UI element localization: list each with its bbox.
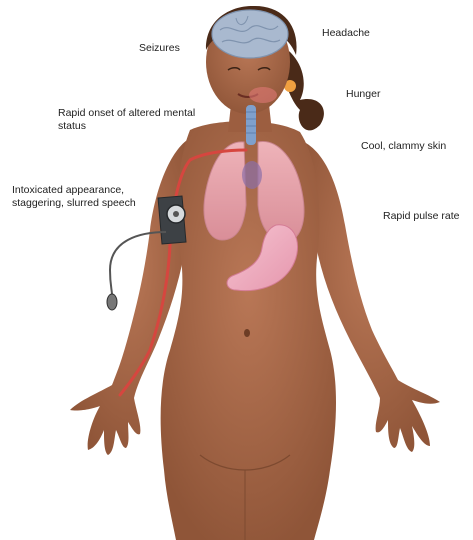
- seizures-label: Seizures: [139, 42, 180, 55]
- headache-label: Headache: [322, 27, 370, 40]
- navel: [244, 329, 250, 337]
- oral-cavity: [249, 87, 277, 103]
- hunger-label: Hunger: [346, 88, 380, 101]
- brain: [212, 10, 288, 58]
- pulse-rate-label: Rapid pulse rate: [383, 210, 459, 223]
- intoxicated-label: Intoxicated appearance, staggering, slur…: [12, 184, 172, 210]
- trachea: [246, 105, 256, 145]
- heart: [242, 161, 262, 189]
- skin-label: Cool, clammy skin: [361, 140, 446, 153]
- mental-status-label: Rapid onset of altered mental status: [58, 107, 198, 133]
